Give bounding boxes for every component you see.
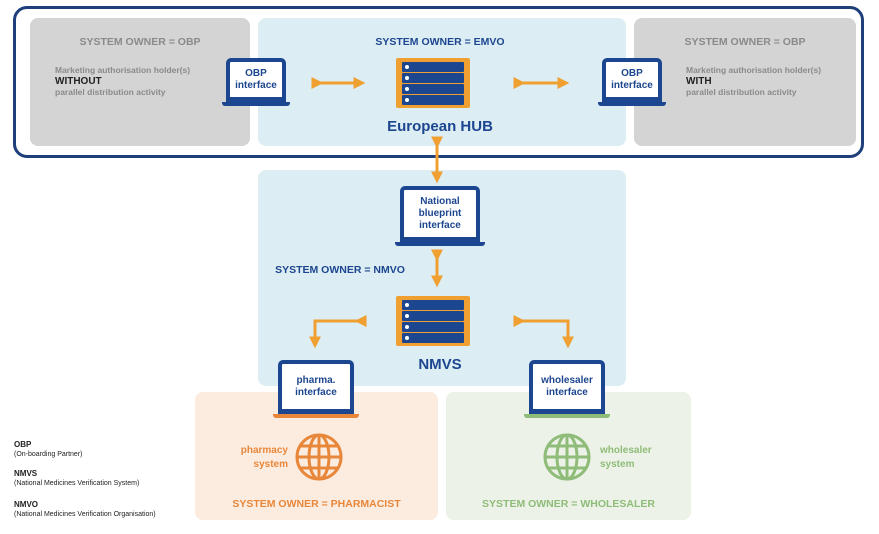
legend-obp: OBP (On-boarding Partner): [14, 440, 82, 459]
wholesaler-globe-icon: [543, 433, 591, 481]
obp-with-panel: [634, 18, 856, 146]
arrow-nmvs-pharma: [309, 315, 367, 349]
pharma-interface-screen: pharma.interface: [278, 360, 354, 414]
pharma-interface-laptop: pharma.interface: [273, 360, 359, 420]
hub-server-row: [402, 95, 464, 105]
hub-server-row: [402, 84, 464, 94]
arrow-nmvs-wholesaler: [513, 315, 574, 349]
wholesaler-system-line2: system: [600, 459, 635, 470]
pharmacy-system-label: pharmacy system: [224, 444, 288, 472]
left-obp-interface-label2: interface: [235, 79, 277, 91]
hub-server-row: [402, 73, 464, 83]
wholesaler-interface-label2: interface: [546, 386, 588, 398]
hub-title: European HUB: [387, 118, 493, 135]
pharmacy-globe-icon: [295, 433, 343, 481]
nmvs-server-row: [402, 300, 464, 310]
legend-nmvs: NMVS (National Medicines Verification Sy…: [14, 469, 139, 488]
pharma-laptop-base: [273, 414, 359, 418]
wholesaler-system-line1: wholesaler: [600, 445, 652, 456]
blueprint-label3: interface: [419, 219, 461, 231]
right-obp-line3: parallel distribution activity: [686, 87, 797, 97]
nmvs-server-row: [402, 333, 464, 343]
blueprint-label1: National: [420, 195, 460, 207]
wholesaler-interface-label1: wholesaler: [541, 374, 593, 386]
left-obp-laptop-base: [222, 102, 290, 106]
right-obp-line2: WITH: [686, 76, 712, 87]
blueprint-interface-screen: National blueprint interface: [400, 186, 480, 242]
pharma-interface-label2: interface: [295, 386, 337, 398]
right-obp-line1: Marketing authorisation holder(s): [686, 65, 822, 75]
right-obp-interface-label1: OBP: [621, 67, 643, 79]
hub-server-icon: [396, 58, 470, 108]
legend-nmvo: NMVO (National Medicines Verification Or…: [14, 500, 156, 519]
wholesaler-owner: SYSTEM OWNER = WHOLESALER: [482, 498, 655, 510]
pharma-interface-label1: pharma.: [296, 374, 336, 386]
legend-nmvo-abbr: NMVO: [14, 500, 38, 509]
blueprint-interface-laptop: National blueprint interface: [395, 186, 485, 248]
wholesaler-laptop-base: [524, 414, 610, 418]
pharmacy-system-line1: pharmacy: [240, 445, 288, 456]
wholesaler-system-label: wholesaler system: [600, 444, 680, 472]
obp-without-panel: [30, 18, 250, 146]
pharmacy-system-line2: system: [253, 459, 288, 470]
blueprint-label2: blueprint: [418, 207, 462, 219]
hub-server-row: [402, 62, 464, 72]
nmvs-title: NMVS: [418, 356, 462, 373]
legend-nmvo-full: (National Medicines Verification Organis…: [14, 511, 156, 518]
left-obp-line2: WITHOUT: [55, 76, 102, 87]
left-obp-description: Marketing authorisation holder(s) WITHOU…: [55, 65, 225, 98]
right-obp-owner: SYSTEM OWNER = OBP: [684, 36, 806, 48]
nmvs-server-row: [402, 322, 464, 332]
left-obp-line3: parallel distribution activity: [55, 87, 166, 97]
legend-nmvs-abbr: NMVS: [14, 469, 38, 478]
nmvs-owner: SYSTEM OWNER = NMVO: [275, 264, 405, 276]
legend-nmvs-full: (National Medicines Verification System): [14, 480, 140, 487]
legend-obp-full: (On-boarding Partner): [14, 451, 83, 458]
pharmacy-owner: SYSTEM OWNER = PHARMACIST: [232, 498, 401, 510]
right-obp-interface-label2: interface: [611, 79, 653, 91]
hub-owner: SYSTEM OWNER = EMVO: [375, 36, 505, 48]
right-obp-laptop-base: [598, 102, 666, 106]
blueprint-laptop-base: [395, 242, 485, 246]
right-obp-description: Marketing authorisation holder(s) WITH p…: [686, 65, 851, 98]
left-obp-owner: SYSTEM OWNER = OBP: [79, 36, 201, 48]
left-obp-line1: Marketing authorisation holder(s): [55, 65, 191, 75]
nmvs-server-icon: [396, 296, 470, 346]
legend-obp-abbr: OBP: [14, 440, 32, 449]
nmvs-server-row: [402, 311, 464, 321]
left-obp-interface-label1: OBP: [245, 67, 267, 79]
